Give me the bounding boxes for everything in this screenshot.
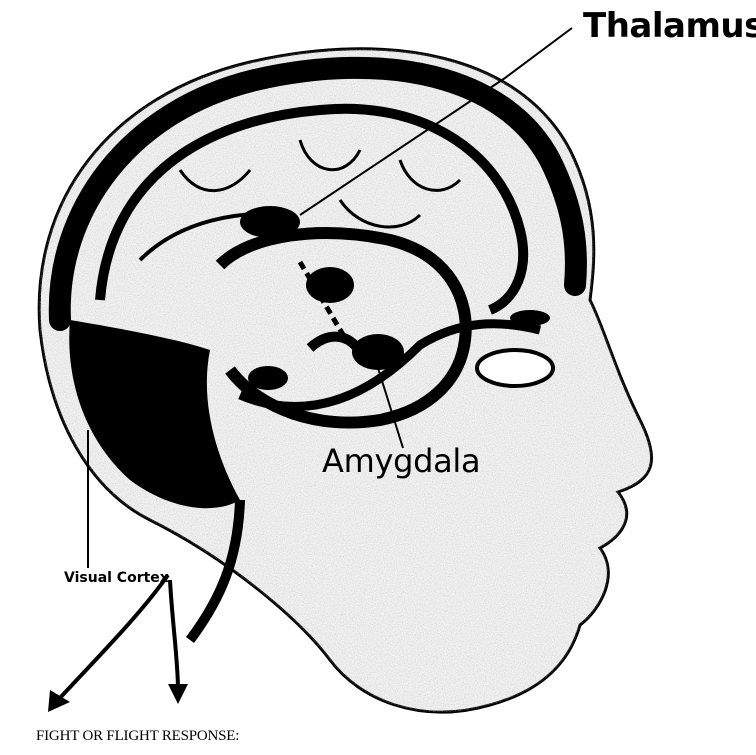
fight-or-flight-arrows <box>48 575 188 712</box>
amygdala-label: Amygdala <box>322 442 480 480</box>
eye <box>477 350 553 386</box>
fight-or-flight-caption: FIGHT OR FLIGHT RESPONSE: <box>36 728 239 745</box>
thalamus-label: Thalamus <box>583 6 756 46</box>
visual-cortex-label: Visual Cortex <box>64 570 169 586</box>
